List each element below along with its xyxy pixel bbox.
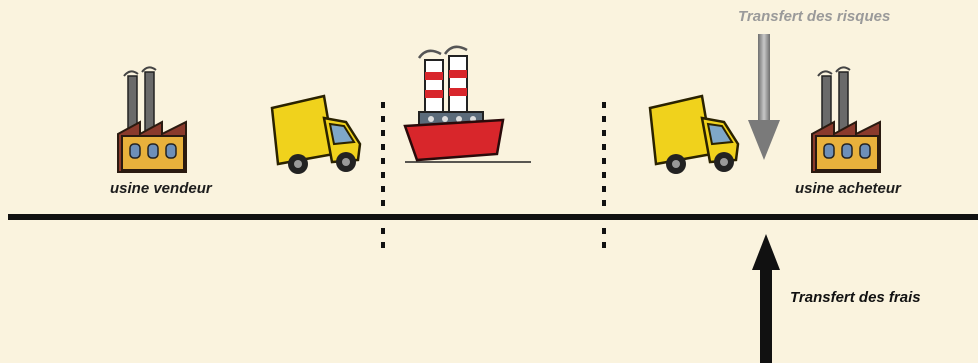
- ship-icon: [405, 47, 531, 162]
- seller-factory-label: usine vendeur: [110, 180, 212, 197]
- cost-arrow-icon: [752, 234, 780, 363]
- truck-icon: [650, 96, 738, 174]
- risk-arrow-icon: [748, 34, 780, 160]
- factory-icon: [118, 67, 186, 172]
- buyer-factory-label: usine acheteur: [795, 180, 901, 197]
- truck-icon: [272, 96, 360, 174]
- cost-transfer-label: Transfert des frais: [790, 289, 921, 306]
- factory-icon: [812, 67, 880, 172]
- risk-transfer-label: Transfert des risques: [738, 8, 890, 25]
- baseline: [8, 214, 978, 220]
